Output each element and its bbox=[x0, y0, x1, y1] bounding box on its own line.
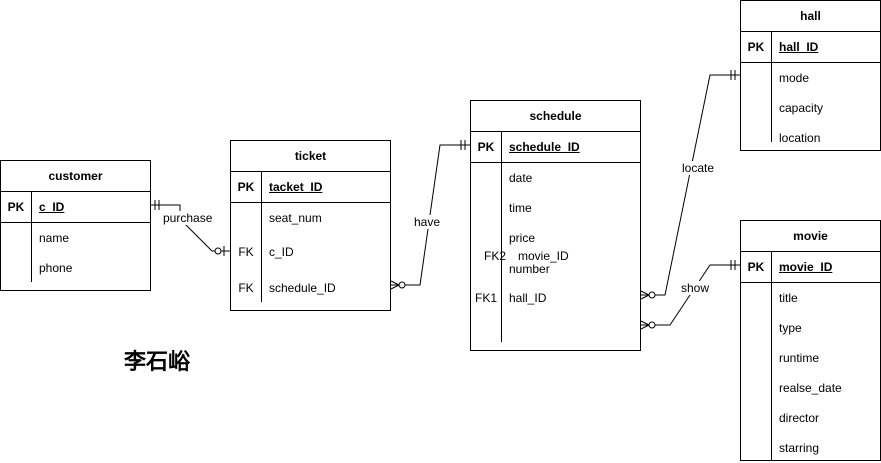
field-name: seat_num bbox=[269, 211, 322, 225]
field-row: capacity bbox=[741, 93, 880, 123]
field-name: price bbox=[509, 231, 536, 245]
field-row: time bbox=[471, 193, 640, 223]
pk-field: schedule_ID bbox=[509, 140, 580, 154]
entity-title: schedule bbox=[471, 101, 640, 132]
field-row: mode bbox=[741, 63, 880, 93]
field-name: capacity bbox=[779, 101, 824, 115]
ticket-entity[interactable]: ticket PK tacket_ID seat_num FK c_ID FK sc… bbox=[230, 140, 391, 311]
fk-marker: FK2 bbox=[484, 249, 507, 263]
field-row: FK1 hall_ID bbox=[471, 283, 640, 313]
pk-field: movie_ID bbox=[779, 260, 833, 274]
pk-row: PK movie_ID bbox=[741, 252, 880, 283]
field-row: phone bbox=[1, 253, 150, 283]
movie-entity[interactable]: movie PK movie_ID title type runtime rea… bbox=[740, 220, 881, 461]
field-name: movie_ID bbox=[518, 249, 569, 263]
show-label: show bbox=[679, 281, 712, 295]
field-name: hall_ID bbox=[509, 291, 547, 305]
field-row: starring bbox=[741, 433, 880, 463]
field-row: type bbox=[741, 313, 880, 343]
field-row: name bbox=[1, 223, 150, 253]
field-name: realse_date bbox=[779, 381, 842, 395]
fk-marker: FK bbox=[238, 245, 254, 259]
field-row: seat_num bbox=[231, 203, 390, 236]
field-name: name bbox=[39, 231, 70, 245]
author-name: 李石峪 bbox=[124, 349, 191, 374]
pk-marker: PK bbox=[237, 180, 255, 194]
field-name: location bbox=[779, 131, 821, 145]
hall-entity[interactable]: hall PK hall_ID mode capacity location bbox=[740, 0, 881, 151]
pk-field: hall_ID bbox=[779, 40, 819, 54]
field-name: time bbox=[509, 201, 532, 215]
field-name: date bbox=[509, 171, 533, 185]
entity-title: customer bbox=[1, 161, 150, 192]
fk-marker: FK bbox=[238, 281, 254, 295]
field-row: date bbox=[471, 163, 640, 193]
field-row: director bbox=[741, 403, 880, 433]
locate-label: locate bbox=[680, 161, 717, 175]
field-name: director bbox=[779, 411, 820, 425]
pk-marker: PK bbox=[477, 140, 495, 154]
field-row: location bbox=[741, 123, 880, 153]
pk-row: PK tacket_ID bbox=[231, 172, 390, 203]
schedule-entity[interactable]: schedule PK schedule_ID date time price … bbox=[470, 100, 641, 351]
entity-title: movie bbox=[741, 221, 880, 252]
pk-marker: PK bbox=[7, 200, 25, 214]
field-row: FK schedule_ID bbox=[231, 272, 390, 305]
fk-marker: FK1 bbox=[474, 291, 497, 305]
pk-field: c_ID bbox=[39, 200, 65, 214]
pk-row: PK c_ID bbox=[1, 192, 150, 223]
field-row: realse_date bbox=[741, 373, 880, 403]
field-name: starring bbox=[779, 441, 820, 455]
field-name: runtime bbox=[779, 351, 820, 365]
pk-row: PK schedule_ID bbox=[471, 132, 640, 163]
field-name: phone bbox=[39, 261, 73, 275]
locate-line bbox=[641, 74, 740, 296]
entity-title: ticket bbox=[231, 141, 390, 172]
customer-entity[interactable]: customer PK c_ID name phone bbox=[0, 160, 151, 291]
pk-row: PK hall_ID bbox=[741, 32, 880, 63]
field-row: number bbox=[471, 253, 640, 283]
field-row: FK c_ID bbox=[231, 236, 390, 272]
field-name: title bbox=[779, 291, 798, 305]
entity-title: hall bbox=[741, 1, 880, 32]
field-name: mode bbox=[779, 71, 810, 85]
field-name: c_ID bbox=[269, 245, 294, 259]
field-name: type bbox=[779, 321, 802, 335]
pk-marker: PK bbox=[747, 260, 765, 274]
pk-field: tacket_ID bbox=[269, 180, 323, 194]
have-label: have bbox=[412, 215, 443, 229]
field-row: runtime bbox=[741, 343, 880, 373]
pk-marker: PK bbox=[747, 40, 765, 54]
field-row: title bbox=[741, 283, 880, 313]
field-name: number bbox=[509, 262, 550, 276]
purchase-label: purchase bbox=[161, 211, 215, 225]
field-row: price bbox=[471, 223, 640, 253]
field-name: schedule_ID bbox=[269, 281, 336, 295]
